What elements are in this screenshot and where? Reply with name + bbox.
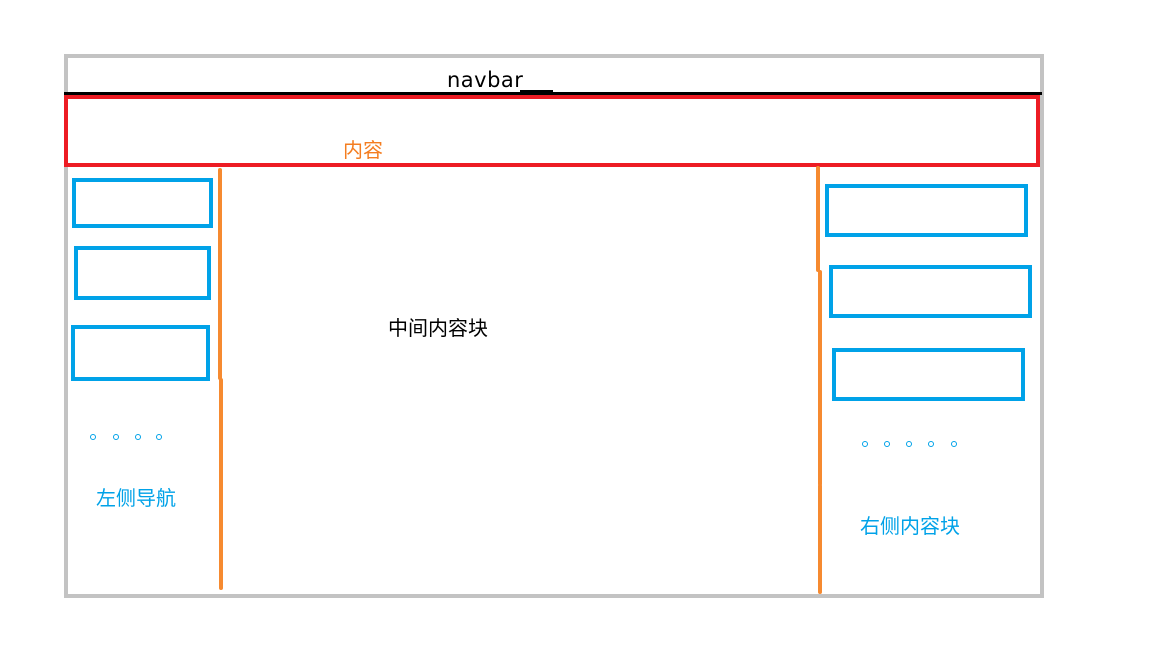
right-ellipsis-dot [884, 441, 890, 447]
left-ellipsis-dot [135, 434, 141, 440]
right-panel-label: 右侧内容块 [860, 514, 960, 538]
page-frame [64, 54, 1044, 598]
navbar-label-underline [520, 90, 553, 92]
right-divider-upper [816, 166, 820, 272]
right-ellipsis-dot [906, 441, 912, 447]
left-nav-item[interactable] [71, 325, 210, 381]
right-ellipsis-dot [928, 441, 934, 447]
right-divider-lower [818, 484, 822, 594]
center-content-label: 中间内容块 [388, 316, 488, 340]
right-ellipsis-dot [951, 441, 957, 447]
left-ellipsis-dot [156, 434, 162, 440]
left-divider-lower [219, 378, 223, 590]
right-panel-item[interactable] [829, 265, 1032, 318]
navbar-label: navbar [447, 68, 524, 92]
right-ellipsis-dot [862, 441, 868, 447]
right-panel-item[interactable] [825, 184, 1028, 237]
left-ellipsis-dot [90, 434, 96, 440]
left-nav-label: 左侧导航 [96, 486, 176, 510]
navbar-divider [64, 92, 1042, 95]
right-panel-item[interactable] [832, 348, 1025, 401]
left-nav-item[interactable] [74, 246, 211, 300]
right-divider-middle [818, 270, 822, 486]
top-content-label: 内容 [343, 138, 383, 162]
left-divider-upper [218, 168, 222, 380]
left-nav-item[interactable] [72, 178, 213, 228]
top-content-box [64, 95, 1040, 167]
left-ellipsis-dot [113, 434, 119, 440]
